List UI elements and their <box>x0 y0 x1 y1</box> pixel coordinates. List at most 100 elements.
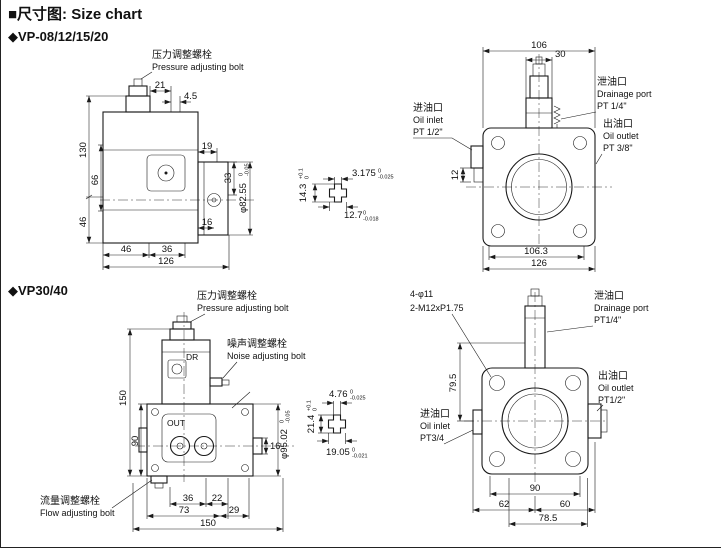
outlet-port-label-en: Oil outlet <box>603 131 639 141</box>
dim-vp08-key-width-tol-u: 0 <box>378 169 381 175</box>
dim-vp08-key-height-tol-u: +0.1 <box>299 168 305 179</box>
dim-vp30-height-total: 150 <box>118 390 129 406</box>
noise-bolt-label-en: Noise adjusting bolt <box>227 351 306 361</box>
bolt-hole <box>489 375 505 391</box>
dim-vp08-pilot-dia-tol-l: -0.05 <box>245 163 251 176</box>
pressure-bolt-housing <box>169 328 195 341</box>
dim-vp08-flange-h: 33 <box>223 173 234 184</box>
inlet-port-size: PT3/4 <box>420 433 444 443</box>
pressure-bolt-locknut <box>128 85 148 97</box>
drain-port-label-en: Drainage port <box>594 303 649 313</box>
dim-vp08-flange-w: 19 <box>202 141 213 152</box>
dim-vp08-key-width: 3.175 <box>352 168 376 179</box>
bolt-hole <box>491 136 505 150</box>
pressure-bolt-housing <box>125 95 151 113</box>
dim-vp30-key-width-tol-l: -0.025 <box>350 396 366 402</box>
pressure-bolt-tip <box>133 78 143 87</box>
dim-vp08-front-port: 12 <box>450 170 461 181</box>
outlet-port-label-cn: 出油口 <box>598 369 628 382</box>
dim-vp08-shaft-dia: 12.7 <box>344 210 363 221</box>
vp08-front-view <box>466 54 612 254</box>
dim-vp08-base-a: 46 <box>121 244 132 255</box>
bolt-hole <box>573 136 587 150</box>
vp30-front-view <box>464 288 608 482</box>
vp08-pressure-bolt-label: 压力调整螺栓 Pressure adjusting bolt <box>140 48 244 80</box>
dim-vp30-base-d: 29 <box>229 505 240 516</box>
inlet-port-size: PT 1/2" <box>413 127 443 137</box>
outlet-port-size: PT1/2" <box>598 395 625 405</box>
dim-vp30-key-height-tol-u: +0.1 <box>307 400 313 411</box>
bolt-hole <box>489 451 505 467</box>
bolt-hole <box>565 375 581 391</box>
dim-vp30-shaft-len: 16 <box>270 441 281 452</box>
vp30-bolt-labels: 压力调整螺栓 Pressure adjusting bolt 噪声调整螺栓 No… <box>40 289 306 518</box>
vp08-shaft-key-detail: 14.3 +0.1 0 3.175 0 -0.025 12.7 0 -0.018 <box>298 168 394 223</box>
outlet-port-label-cn: 出油口 <box>603 117 633 130</box>
inlet-port-label-en: Oil inlet <box>413 115 444 125</box>
dim-vp30-key-height-tol-l: 0 <box>313 408 319 411</box>
dr-port-label: DR <box>186 352 198 362</box>
dim-vp30-base-a: 36 <box>183 493 194 504</box>
dim-vp30-pilot-dia: φ95.02 <box>279 429 290 459</box>
dim-vp08-shaft-dia-tol-l: -0.018 <box>363 217 379 223</box>
vp30-front-labels: 4-φ11 2-M12xP1.75 泄油口 Drainage port PT1/… <box>410 289 649 445</box>
shaft-key-section <box>327 414 347 434</box>
pump-body-side <box>146 403 254 477</box>
dim-vp08-shaft-dia-tol-u: 0 <box>363 211 366 217</box>
dim-vp30-key-height: 21.4 <box>306 415 317 434</box>
vp08-side-dimensions: 130 46 66 21 4.5 19 33 16 φ82.55 0 -0.05… <box>78 80 253 270</box>
drain-port-label-en: Drainage port <box>597 89 652 99</box>
thread-spec-label: 2-M12xP1.75 <box>410 303 464 313</box>
vp08-front-port-labels: 泄油口 Drainage port PT 1/4" 进油口 Oil inlet … <box>413 75 652 165</box>
pump-body-side <box>102 111 199 244</box>
flow-bolt-label-en: Flow adjusting bolt <box>40 508 115 518</box>
inlet-flange <box>470 145 484 169</box>
dim-vp30-front-base-c: 78.5 <box>539 513 558 524</box>
dim-vp30-front-height: 79.5 <box>448 374 459 393</box>
dim-vp08-front-base-b: 126 <box>531 258 547 269</box>
pressure-bolt-label-en: Pressure adjusting bolt <box>197 303 289 313</box>
out-port-face <box>161 413 217 463</box>
dim-vp30-front-base-b: 60 <box>560 499 571 510</box>
inlet-port-label-cn: 进油口 <box>413 101 443 114</box>
dim-vp30-shaft-dia: 19.05 <box>326 447 350 458</box>
flow-bolt <box>150 475 168 484</box>
dim-vp30-front-base-a: 62 <box>499 499 510 510</box>
mounting-flange-side <box>197 161 229 236</box>
vp08-side-view <box>100 78 256 244</box>
dim-vp08-base-b: 36 <box>162 244 173 255</box>
pressure-bolt-label-cn: 压力调整螺栓 <box>197 289 257 302</box>
dim-vp30-width-total: 150 <box>200 518 216 529</box>
pressure-bolt-locknut <box>172 321 192 330</box>
dim-vp08-width-total: 126 <box>158 256 174 267</box>
pressure-bolt-label-en: Pressure adjusting bolt <box>152 62 244 72</box>
dim-vp30-front-bolt-span: 90 <box>530 483 541 494</box>
mount-holes-label: 4-φ11 <box>410 289 433 299</box>
drain-spring <box>553 105 561 125</box>
dim-vp08-key-height-tol-l: 0 <box>305 176 311 179</box>
dim-vp30-base-b: 22 <box>212 493 223 504</box>
dim-vp08-front-offset: 30 <box>555 49 566 60</box>
dim-vp08-height-total: 130 <box>78 142 89 158</box>
vp30-front-dimensions: 79.5 90 62 60 78.5 <box>448 342 596 527</box>
dim-vp08-height-base: 46 <box>78 217 89 228</box>
pressure-bolt-label-cn: 压力调整螺栓 <box>152 48 212 61</box>
dim-vp08-height-mid: 66 <box>90 175 101 186</box>
body-boss <box>146 154 186 192</box>
dim-vp08-key-width-tol-l: -0.025 <box>378 175 394 181</box>
section-vp08-title: ◆VP-08/12/15/20 <box>8 29 108 44</box>
vp08-front-dimensions: 106 30 12 106.3 126 <box>450 40 596 272</box>
shaft-end <box>207 193 221 207</box>
noise-bolt-label-cn: 噪声调整螺栓 <box>227 337 287 350</box>
dim-vp30-shaft-dia-tol-l: -0.021 <box>352 454 368 460</box>
dim-vp30-key-width: 4.76 <box>329 389 348 400</box>
boss-hole <box>157 164 175 182</box>
dim-vp08-port-w: 16 <box>202 217 213 228</box>
shaft-key-section <box>328 183 348 203</box>
vp30-side-dimensions: 150 90 16 φ95.02 0 -0.05 36 22 73 29 150 <box>118 328 292 532</box>
bolt-hole <box>573 224 587 238</box>
dim-vp08-pilot-dia: φ82.55 <box>238 183 249 213</box>
dim-vp30-key-width-tol-u: 0 <box>350 390 353 396</box>
bolt-hole <box>565 451 581 467</box>
